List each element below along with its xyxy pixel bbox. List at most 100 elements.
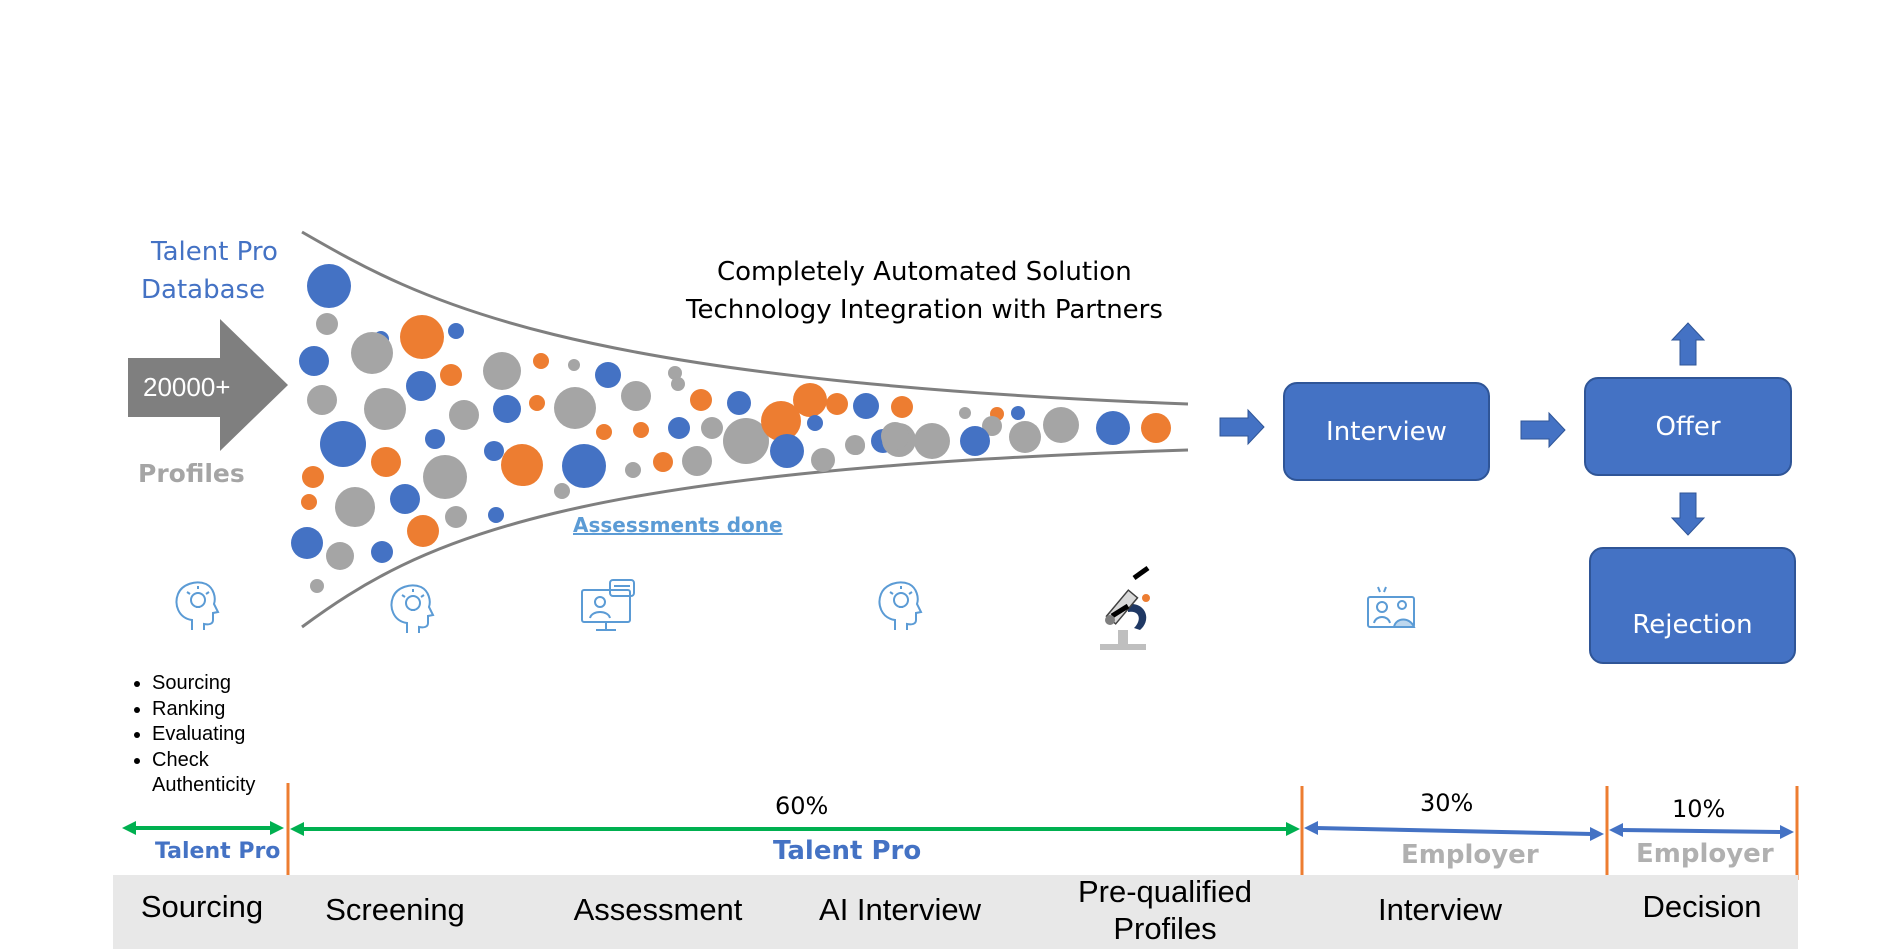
funnel-top-curve xyxy=(301,230,1189,406)
candidate-bubble xyxy=(291,527,323,559)
stage-ai-interview: AI Interview xyxy=(819,892,981,927)
candidate-bubble xyxy=(440,364,462,386)
candidate-bubble xyxy=(701,417,723,439)
range-arrow-employer-30 xyxy=(1315,826,1593,836)
assessments-done-link[interactable]: Assessments done xyxy=(573,513,783,537)
stage-prequalified-profiles: Pre-qualified Profiles xyxy=(1077,874,1253,946)
candidate-bubble xyxy=(423,455,467,499)
arrow-to-interview xyxy=(1219,408,1265,446)
lightbulb-head-icon xyxy=(175,581,220,630)
candidate-bubble xyxy=(653,452,673,472)
funnel-bottom-curve xyxy=(301,448,1189,629)
candidate-bubble xyxy=(529,395,545,411)
candidate-bubble xyxy=(881,422,909,450)
stage-decision: Decision xyxy=(1642,889,1762,924)
range-owner-employer-interview: Employer xyxy=(1401,840,1539,870)
candidate-bubble xyxy=(727,391,751,415)
candidate-bubble xyxy=(554,387,596,429)
headline-line1: Completely Automated Solution xyxy=(717,257,1132,287)
candidate-bubble xyxy=(307,264,351,308)
range-percent-employer-decision: 10% xyxy=(1672,795,1726,823)
candidate-bubble xyxy=(448,323,464,339)
candidate-bubble xyxy=(449,400,479,430)
candidate-bubble xyxy=(1096,411,1130,445)
candidate-bubble xyxy=(596,424,612,440)
online-assessment-icon xyxy=(581,579,635,631)
candidate-bubble xyxy=(326,542,354,570)
arrow-down xyxy=(1670,492,1706,536)
candidate-bubble xyxy=(335,487,375,527)
rejection-box: Rejection xyxy=(1589,547,1796,664)
stage-bar xyxy=(113,875,1798,949)
list-item: Sourcing xyxy=(152,671,272,697)
candidate-bubble xyxy=(407,515,439,547)
candidate-bubble xyxy=(682,446,712,476)
range-arrow-employer-10 xyxy=(1620,828,1783,834)
candidate-bubble xyxy=(501,444,543,486)
candidate-bubble xyxy=(302,466,324,488)
candidate-bubble xyxy=(960,426,990,456)
candidate-bubble xyxy=(307,385,337,415)
lightbulb-head-icon xyxy=(878,581,923,630)
candidate-bubble xyxy=(400,315,444,359)
offer-box: Offer xyxy=(1584,377,1792,476)
lightbulb-head-icon xyxy=(390,584,435,633)
database-title-line2: Database xyxy=(141,275,266,305)
candidate-bubble xyxy=(914,423,950,459)
candidate-bubble xyxy=(853,393,879,419)
list-item: Check Authenticity xyxy=(152,748,272,799)
candidate-bubble xyxy=(633,422,649,438)
candidate-bubble xyxy=(982,416,1002,436)
range-owner-talentpro: Talent Pro xyxy=(773,836,922,866)
range-percent-talentpro: 60% xyxy=(775,792,829,820)
candidate-bubble xyxy=(351,332,393,374)
candidate-bubble xyxy=(1011,406,1025,420)
candidate-bubble xyxy=(625,462,641,478)
list-item: Ranking xyxy=(152,697,272,723)
candidate-bubble xyxy=(301,494,317,510)
stage-screening: Screening xyxy=(325,892,465,927)
microscope-icon xyxy=(1100,565,1150,650)
candidate-bubble xyxy=(364,388,406,430)
candidate-bubble xyxy=(484,441,504,461)
stage-interview: Interview xyxy=(1377,892,1503,927)
candidate-bubble xyxy=(1141,413,1171,443)
stage-sourcing: Sourcing xyxy=(140,889,264,924)
interview-box: Interview xyxy=(1283,382,1490,481)
candidate-bubble xyxy=(568,359,580,371)
candidate-bubble xyxy=(690,389,712,411)
list-item: Evaluating xyxy=(152,722,272,748)
range-percent-employer-interview: 30% xyxy=(1420,789,1474,817)
candidate-bubble xyxy=(371,541,393,563)
candidate-bubble xyxy=(668,417,690,439)
profile-count: 20000+ xyxy=(143,372,231,402)
candidate-bubble xyxy=(845,435,865,455)
arrow-up xyxy=(1670,322,1706,366)
candidate-bubble xyxy=(371,447,401,477)
candidate-bubble xyxy=(425,429,445,449)
rejection-label: Rejection xyxy=(1632,610,1753,640)
candidate-bubble xyxy=(826,393,848,415)
candidate-bubble xyxy=(488,507,504,523)
candidate-bubble xyxy=(316,313,338,335)
sourcing-task-list: Sourcing Ranking Evaluating Check Authen… xyxy=(128,671,272,799)
candidate-bubble xyxy=(770,434,804,468)
candidate-bubble xyxy=(406,371,436,401)
candidate-bubble xyxy=(891,396,913,418)
candidate-bubble xyxy=(554,483,570,499)
candidate-bubble xyxy=(807,415,823,431)
headline-line2: Technology Integration with Partners xyxy=(686,295,1163,325)
profiles-arrow xyxy=(128,319,288,451)
range-arrows xyxy=(122,783,1799,880)
profiles-label: Profiles xyxy=(138,459,245,488)
candidate-bubble xyxy=(723,418,769,464)
candidate-bubble xyxy=(299,346,329,376)
candidate-bubble xyxy=(793,383,827,417)
video-interview-icon xyxy=(1367,586,1416,628)
candidate-bubble xyxy=(1043,407,1079,443)
candidate-bubble xyxy=(562,444,606,488)
range-owner-employer-decision: Employer xyxy=(1636,839,1774,869)
range-owner-sourcing: Talent Pro xyxy=(155,839,281,864)
database-title-line1: Talent Pro xyxy=(151,237,278,267)
